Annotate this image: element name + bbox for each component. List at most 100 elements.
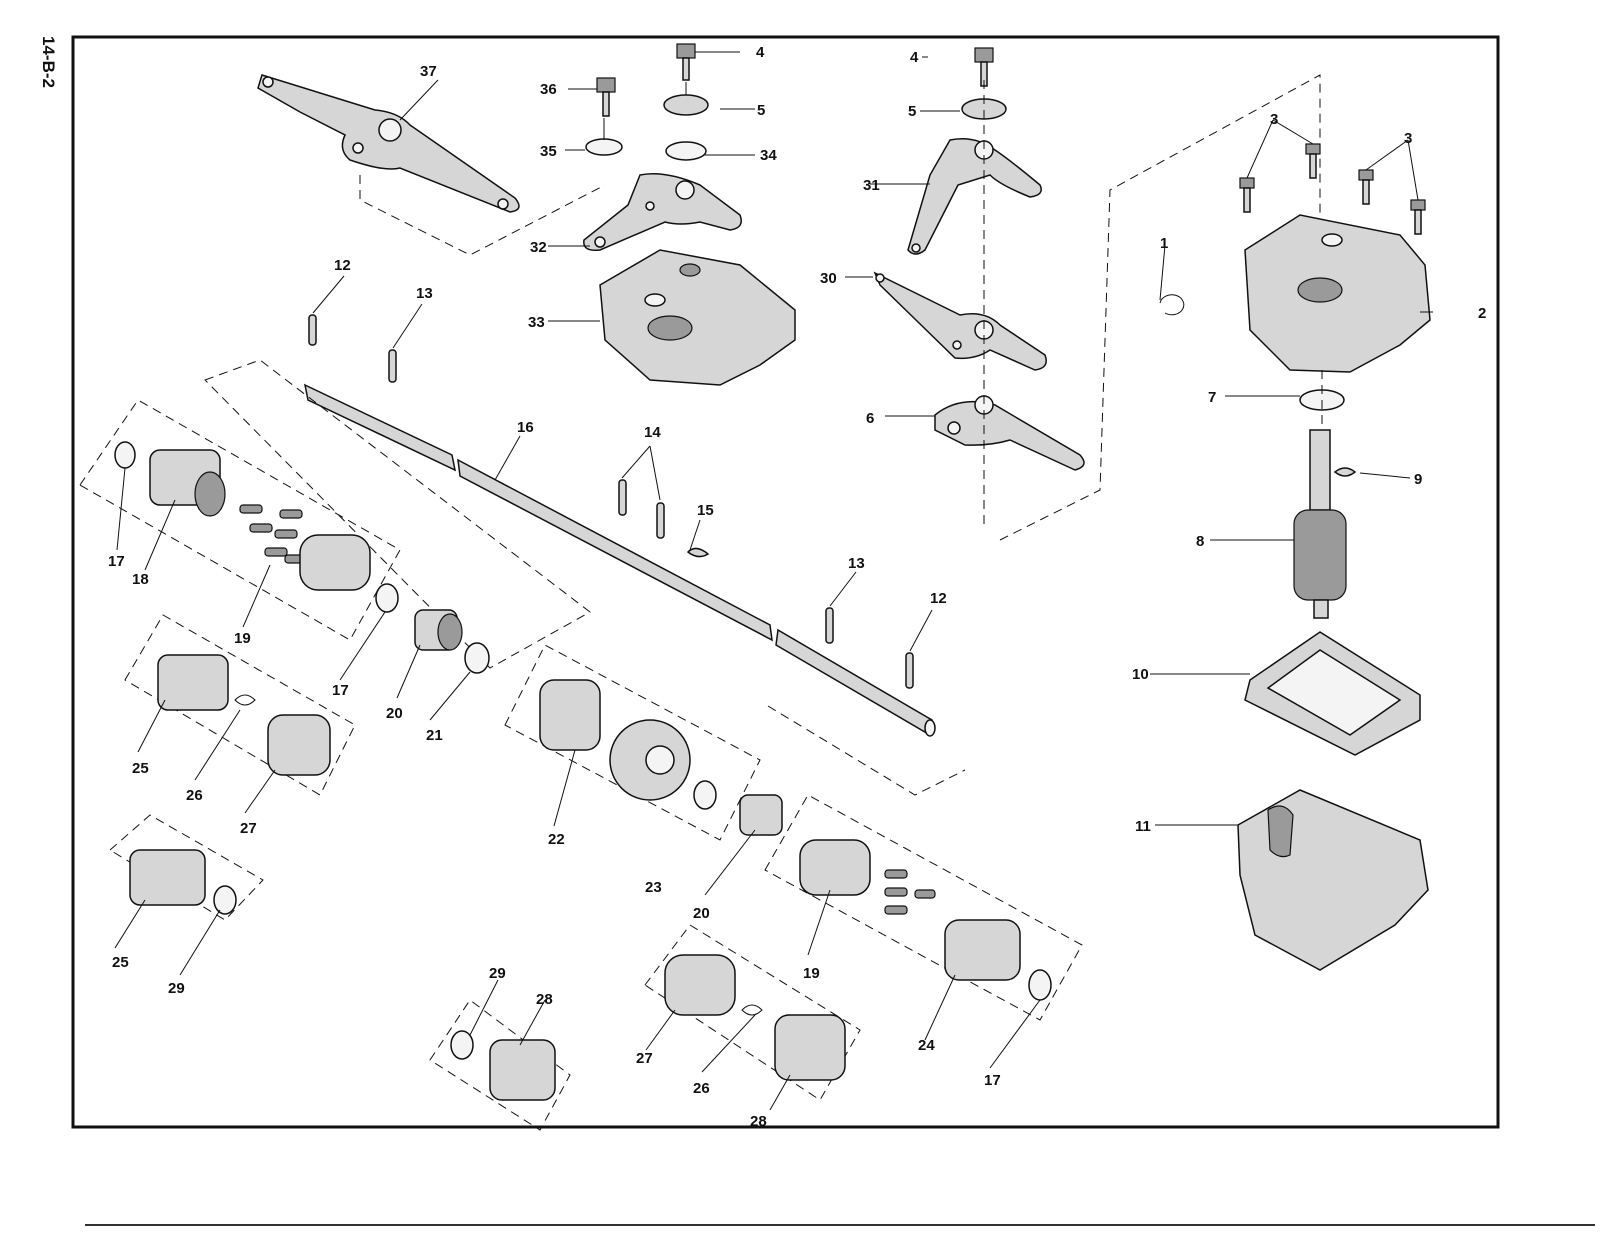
- callout-4b: 4: [910, 49, 919, 66]
- part-37-arm: [257, 74, 520, 213]
- part-12-pin: [308, 314, 317, 346]
- callout-5: 5: [757, 102, 765, 119]
- part-20-hub-b: [739, 794, 783, 836]
- diagram-frame: [71, 35, 1500, 1129]
- callout-28b: 28: [750, 1113, 767, 1130]
- callout-17: 17: [108, 553, 125, 570]
- part-13-pin: [388, 349, 397, 383]
- callout-25: 25: [132, 760, 149, 777]
- callout-27: 27: [240, 820, 257, 837]
- part-35-washer: [585, 138, 623, 156]
- callout-28: 28: [536, 991, 553, 1008]
- callout-4: 4: [756, 44, 765, 61]
- part-17-washer-c: [1028, 969, 1052, 1001]
- gear-group-box-29: [429, 999, 571, 1131]
- part-29-washer-b: [450, 1030, 474, 1060]
- part-25-gear-b: [129, 849, 206, 906]
- callout-15: 15: [697, 502, 714, 519]
- callout-19b: 19: [803, 965, 820, 982]
- part-15-key: [686, 547, 710, 558]
- callout-33: 33: [528, 314, 545, 331]
- callout-5b: 5: [908, 103, 916, 120]
- part-14-pin-b: [656, 502, 665, 539]
- part-33-upper-housing: [599, 249, 796, 386]
- part-36-bolt: [596, 77, 616, 117]
- part-19-spring-set: [239, 504, 371, 591]
- callout-21: 21: [426, 727, 443, 744]
- part-21-washer: [464, 642, 490, 674]
- clutch-group-box-22: [504, 644, 761, 841]
- callout-24: 24: [918, 1037, 935, 1054]
- callout-32: 32: [530, 239, 547, 256]
- callout-12b: 12: [930, 590, 947, 607]
- callout-26b: 26: [693, 1080, 710, 1097]
- callout-16: 16: [517, 419, 534, 436]
- part-1-clip: [1159, 294, 1185, 316]
- part-16-shaft: [303, 383, 457, 472]
- callout-18: 18: [132, 571, 149, 588]
- callout-17b: 17: [332, 682, 349, 699]
- callout-14: 14: [644, 424, 661, 441]
- gear-group-box-25: [124, 614, 356, 796]
- part-29-washer: [213, 885, 237, 915]
- callout-36: 36: [540, 81, 557, 98]
- part-12-pin-right: [905, 652, 914, 689]
- callout-35: 35: [540, 143, 557, 160]
- callout-11: 11: [1135, 818, 1151, 835]
- callout-22: 22: [548, 831, 565, 848]
- callout-9: 9: [1414, 471, 1422, 488]
- callout-8: 8: [1196, 533, 1204, 550]
- callout-10: 10: [1132, 666, 1149, 683]
- callout-labels: 1 2 3 3 4 4 5 5 6 7 8 9 10 11 12 12 13 1…: [108, 44, 1486, 1130]
- part-17-washer-b: [375, 583, 399, 613]
- callout-12: 12: [334, 257, 351, 274]
- part-26-spring-b: [741, 1004, 763, 1016]
- clutch-group-box-left: [79, 399, 401, 641]
- part-8-worm-shaft: [1293, 429, 1347, 619]
- part-14-pin: [618, 479, 627, 516]
- part-17-washer: [114, 441, 136, 469]
- callout-30: 30: [820, 270, 837, 287]
- page-identifier: 14-B-2: [39, 36, 58, 88]
- part-18-gear: [149, 449, 226, 517]
- callout-29: 29: [489, 965, 506, 982]
- part-28-gear-b: [489, 1039, 556, 1101]
- callout-13: 13: [416, 285, 433, 302]
- part-6-arm: [934, 400, 1085, 471]
- part-13-pin-right: [825, 607, 834, 644]
- part-4-bolt: [676, 43, 696, 81]
- callout-leaders: [114, 51, 1433, 1111]
- callout-19: 19: [234, 630, 251, 647]
- callout-25b: 25: [112, 954, 129, 971]
- gear-group-box-28: [644, 924, 861, 1101]
- callout-29b: 29: [168, 980, 185, 997]
- callout-2: 2: [1478, 305, 1486, 322]
- callout-17c: 17: [984, 1072, 1001, 1089]
- callout-26: 26: [186, 787, 203, 804]
- callout-6: 6: [866, 410, 874, 427]
- callout-37: 37: [420, 63, 437, 80]
- part-30-arm: [873, 271, 1047, 371]
- part-20-hub: [414, 609, 463, 651]
- callout-20b: 20: [693, 905, 710, 922]
- part-19-springs-b: [884, 869, 936, 915]
- gear-group-box-25b: [109, 814, 264, 921]
- callout-1: 1: [1160, 235, 1168, 252]
- callout-13b: 13: [848, 555, 865, 572]
- part-25-gear: [157, 654, 229, 711]
- part-28-gear: [774, 1014, 846, 1081]
- part-21-washer-b: [693, 780, 717, 810]
- callout-7: 7: [1208, 389, 1216, 406]
- callout-3: 3: [1270, 111, 1278, 128]
- part-34-washer: [665, 141, 707, 161]
- part-27-sleeve: [267, 714, 331, 776]
- part-31-arm: [907, 138, 1042, 255]
- callout-31: 31: [863, 177, 880, 194]
- part-19-cage: [799, 839, 871, 896]
- part-9-key: [1333, 467, 1357, 477]
- part-3-screws: [1239, 143, 1426, 235]
- part-26-spring: [234, 694, 256, 706]
- callout-20: 20: [386, 705, 403, 722]
- part-32-plate: [583, 173, 742, 252]
